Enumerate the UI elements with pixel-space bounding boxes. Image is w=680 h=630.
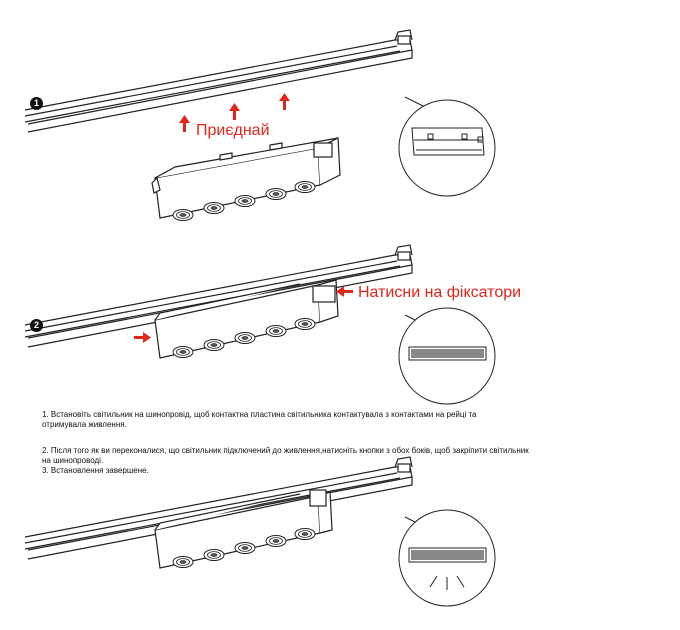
- instruction-1-line-a: 1. Встановіть світильник на шинопровід, …: [42, 410, 477, 419]
- step2-fixture: [154, 279, 339, 359]
- step1-fixture: [151, 137, 341, 219]
- arrow-up-icon: [179, 115, 190, 132]
- step2-track: [24, 244, 413, 348]
- arrow-up-icon: [279, 93, 290, 110]
- step2-magnifier-callout: [398, 307, 496, 405]
- instruction-1-line-b: отримувала живлення.: [42, 420, 127, 429]
- step1-callout-label: Приєднай: [196, 122, 270, 139]
- instruction-2-line-b: на шинопроводі.: [42, 456, 104, 465]
- step2-arrows: [134, 286, 353, 343]
- step1-arrows: [179, 93, 290, 132]
- instruction-2-line-a: 2. Після того як ви переконалися, що сві…: [42, 446, 529, 455]
- arrow-right-icon: [134, 332, 151, 343]
- instruction-3: 3. Встановлення завершене.: [42, 466, 149, 475]
- arrow-left-icon: [336, 286, 353, 297]
- step1-magnifier-callout: [398, 96, 496, 197]
- step2-number-badge: 2: [30, 319, 43, 332]
- step2-callout-label: Натисни на фіксатори: [358, 284, 522, 301]
- step1-number-badge: 1: [30, 97, 43, 110]
- step3-magnifier-callout: [398, 509, 496, 607]
- arrow-up-icon: [229, 103, 240, 120]
- step3-fixture: [154, 489, 333, 569]
- step1-track: [24, 29, 413, 133]
